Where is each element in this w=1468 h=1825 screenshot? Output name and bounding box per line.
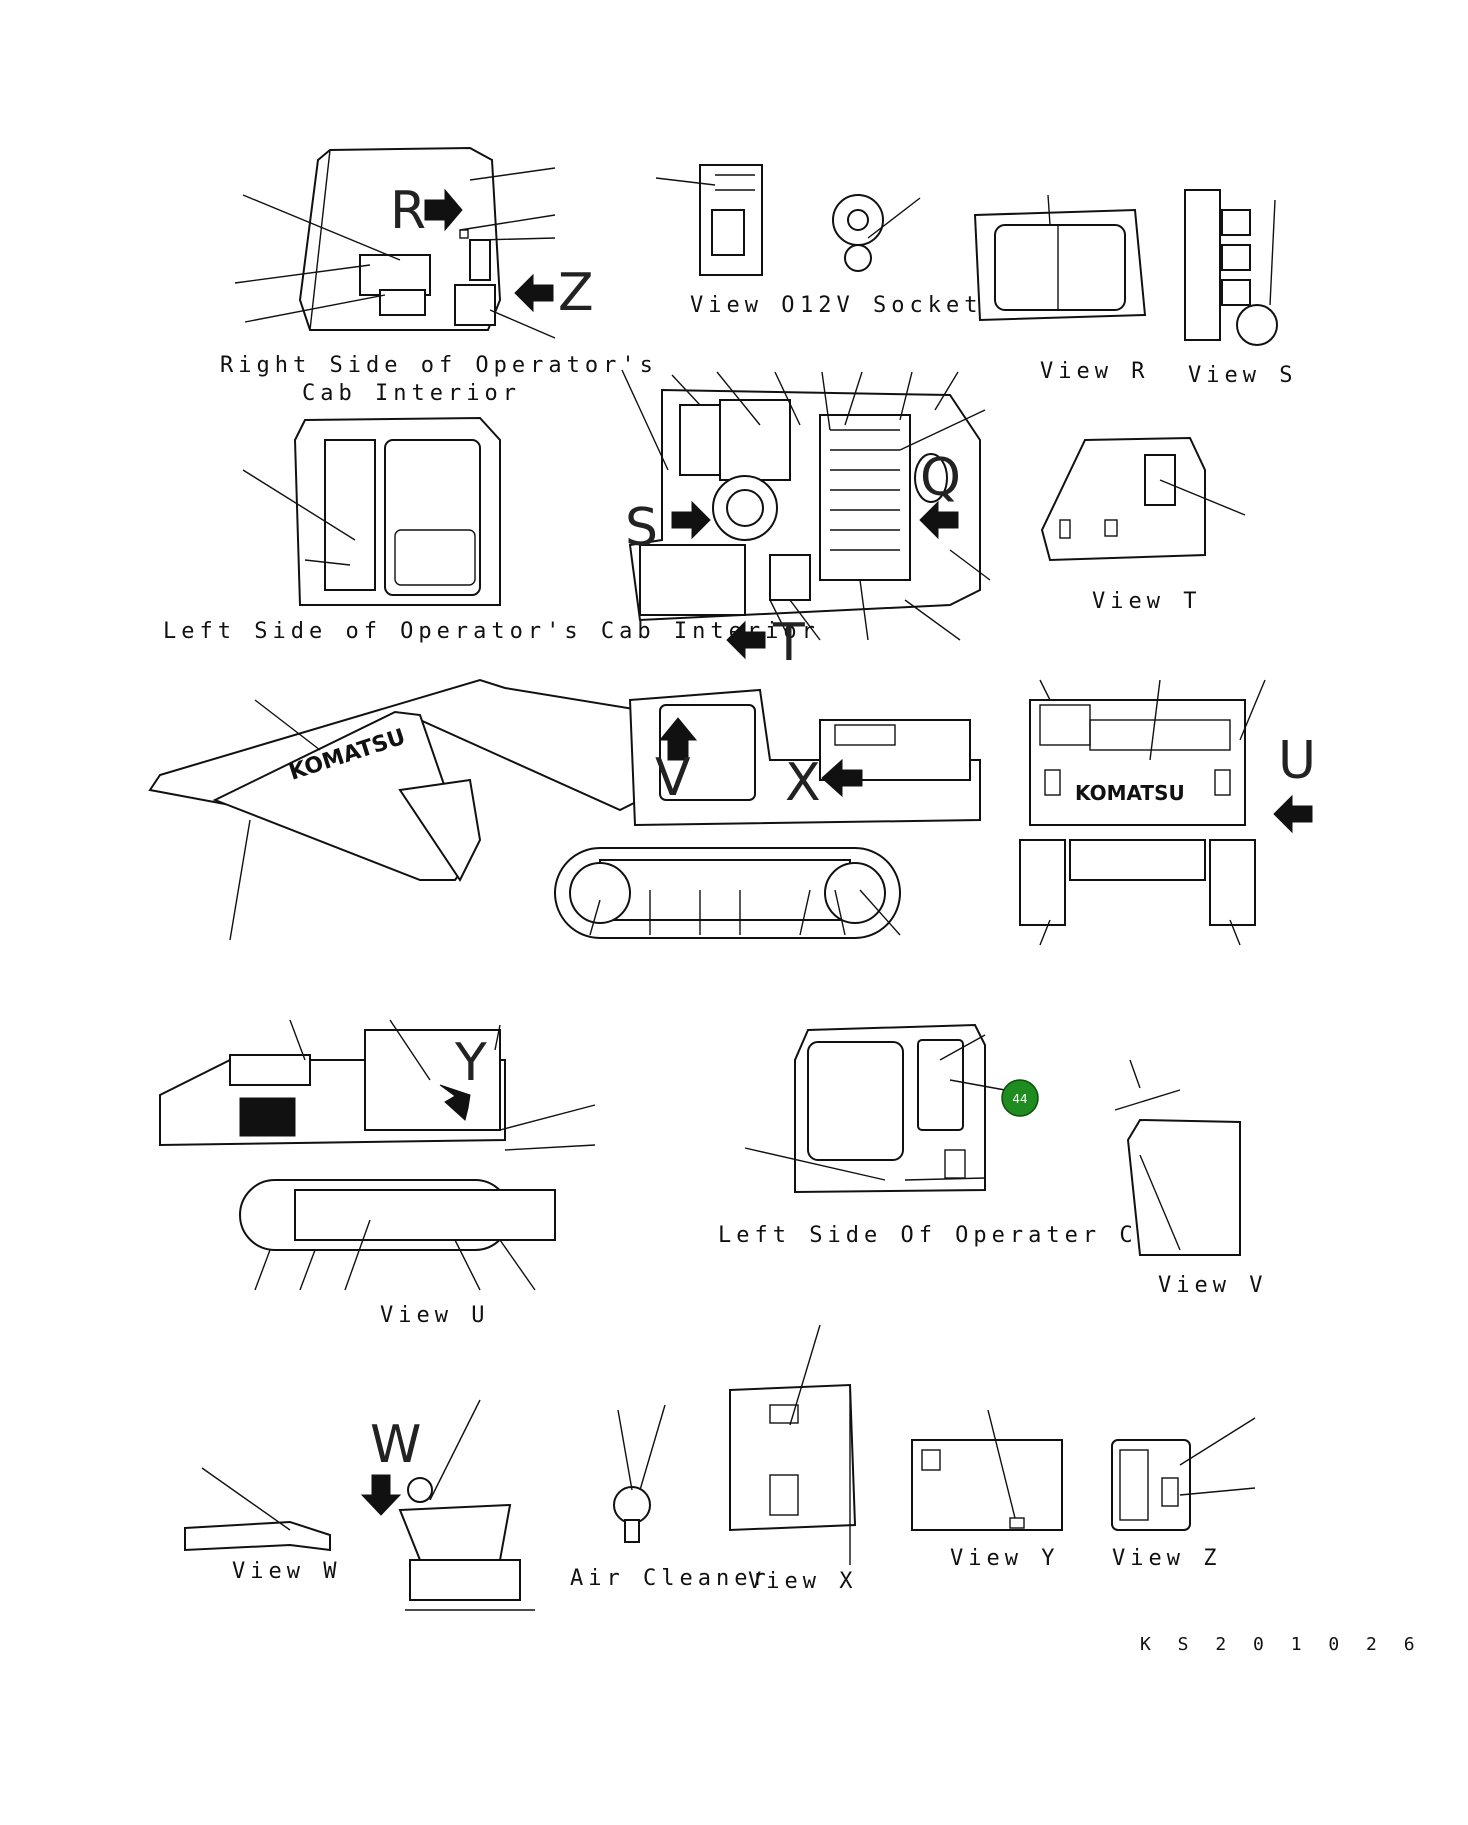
left-cab-view: 44 Left Side Of Operater Cab xyxy=(718,1023,1174,1248)
view-letter-u: U xyxy=(1278,731,1316,791)
view-y: View Y xyxy=(911,1409,1063,1571)
view-u: Y View U xyxy=(159,1019,596,1328)
view-o: View O xyxy=(655,164,799,318)
view-z-label: View Z xyxy=(1112,1546,1221,1571)
brand-rear: KOMATSU xyxy=(1075,781,1185,805)
air-cleaner-view: Air Cleaner xyxy=(570,1404,771,1591)
excavator-side-view: KOMATSU X V xyxy=(148,678,981,941)
view-t-label: View T xyxy=(1092,589,1201,614)
view-v: View V xyxy=(1114,1059,1267,1298)
view-letter-t: T xyxy=(772,613,805,673)
view-v-label: View V xyxy=(1158,1273,1267,1298)
view-letter-y-side: V xyxy=(655,748,691,808)
view-s: View S xyxy=(1184,189,1297,388)
view-letter-z: Z xyxy=(558,263,594,323)
air-cleaner-label: Air Cleaner xyxy=(570,1566,771,1591)
view-r-label: View R xyxy=(1040,359,1149,384)
view-y-label: View Y xyxy=(950,1546,1059,1571)
left-cab-interior-view: Left Side of Operator's Cab Interior xyxy=(163,416,820,644)
callout-44[interactable]: 44 xyxy=(1001,1079,1039,1117)
view-w-bucket: W xyxy=(360,1399,535,1611)
view-x-label: View X xyxy=(748,1569,857,1594)
view-letter-q: Q xyxy=(920,448,961,508)
right-cab-interior-view: R Z Right Side of Operator's Cab Interio… xyxy=(220,146,658,406)
top-view: S Q T xyxy=(621,369,991,673)
view-letter-r: R xyxy=(390,181,426,241)
view-r: View R xyxy=(973,194,1149,384)
view-letter-s: S xyxy=(625,498,658,558)
left-cab-interior-label: Left Side of Operator's Cab Interior xyxy=(163,619,820,644)
view-t: View T xyxy=(1040,436,1246,614)
view-w-label: View W xyxy=(232,1559,341,1584)
socket-label: 12V Socket xyxy=(800,293,982,318)
view-z: View Z xyxy=(1111,1417,1256,1571)
right-cab-interior-label-1: Right Side of Operator's xyxy=(220,353,658,378)
rear-view: KOMATSU U xyxy=(1019,679,1316,946)
right-cab-interior-label-2: Cab Interior xyxy=(302,381,521,406)
view-letter-w: W xyxy=(370,1415,421,1475)
left-cab-label: Left Side Of Operater Cab xyxy=(718,1223,1174,1248)
view-o-label: View O xyxy=(690,293,799,318)
view-u-label: View U xyxy=(380,1303,489,1328)
view-w: View W xyxy=(184,1467,341,1584)
socket-view: 12V Socket xyxy=(800,194,982,318)
drawing-number: K S 2 0 1 0 2 6 xyxy=(1140,1634,1423,1655)
view-letter-y: Y xyxy=(454,1033,487,1093)
view-x: View X xyxy=(729,1324,857,1594)
view-letter-x: X xyxy=(785,753,821,813)
view-s-label: View S xyxy=(1188,363,1297,388)
callout-44-number: 44 xyxy=(1012,1092,1027,1106)
